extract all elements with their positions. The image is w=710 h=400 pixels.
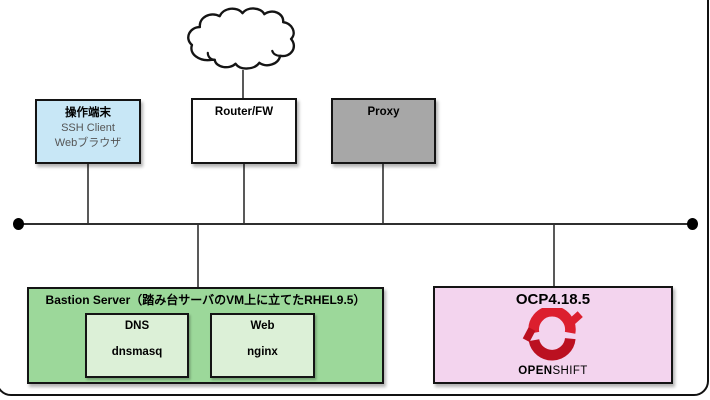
connector-cloud-router xyxy=(242,70,244,99)
nginx-label: nginx xyxy=(247,346,278,358)
internet-cloud-icon xyxy=(187,7,296,70)
bus-endpoint-left xyxy=(13,218,24,230)
connector-terminal-bus xyxy=(87,163,89,224)
terminal-browser-label: Webブラウザ xyxy=(54,137,122,149)
openshift-wordmark-shift: SHIFT xyxy=(552,365,588,377)
connector-bus-ocp xyxy=(553,225,555,286)
openshift-wordmark-open: OPEN xyxy=(518,365,553,377)
openshift-logo-icon xyxy=(522,308,583,361)
bus-endpoint-right xyxy=(687,218,698,230)
dns-title: DNS xyxy=(124,320,150,332)
proxy-title: Proxy xyxy=(367,106,400,118)
web-title: Web xyxy=(250,320,275,332)
connector-router-bus xyxy=(243,164,245,224)
openshift-wordmark: OPENSHIFT xyxy=(518,365,587,377)
bastion-title: Bastion Server（踏み台サーバのVM上に立てたRHEL9.5） xyxy=(45,293,366,307)
terminal-box: 操作端末 SSH Client Webブラウザ xyxy=(35,99,141,164)
terminal-ssh-label: SSH Client xyxy=(61,122,115,134)
ocp-box: OCP4.18.5 OPENSHIFT xyxy=(433,286,673,384)
bastion-box: Bastion Server（踏み台サーバのVM上に立てたRHEL9.5） DN… xyxy=(27,287,384,384)
network-bus-line xyxy=(19,223,693,225)
dns-box: DNS dnsmasq xyxy=(85,313,189,378)
connector-bus-bastion xyxy=(197,225,199,287)
terminal-title: 操作端末 xyxy=(65,107,111,119)
web-box: Web nginx xyxy=(210,313,315,378)
ocp-title: OCP4.18.5 xyxy=(515,291,591,308)
connector-proxy-bus xyxy=(382,164,384,224)
proxy-box: Proxy xyxy=(331,98,436,164)
router-title: Router/FW xyxy=(214,106,274,118)
dnsmasq-label: dnsmasq xyxy=(111,346,163,358)
router-box: Router/FW xyxy=(191,98,297,164)
